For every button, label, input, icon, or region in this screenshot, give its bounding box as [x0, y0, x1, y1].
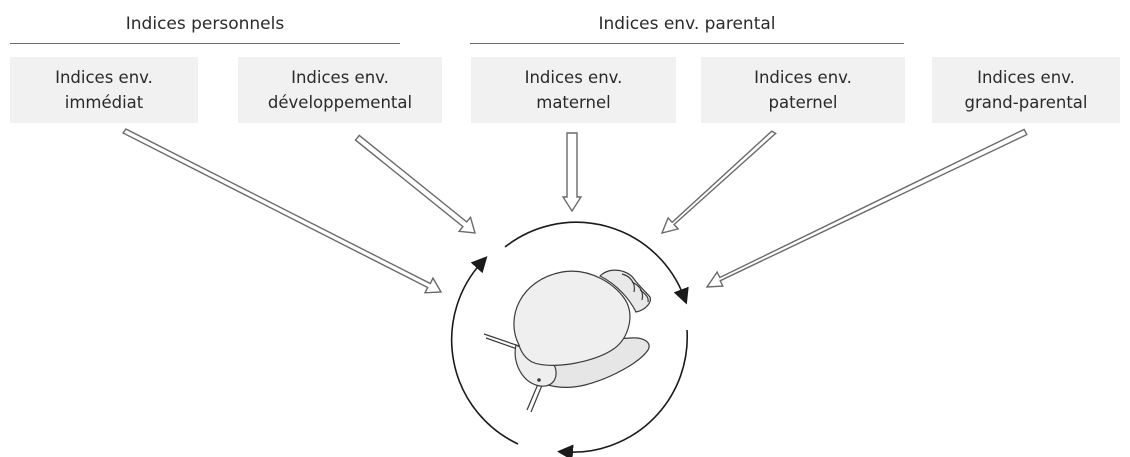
box-developmental-line2: développemental	[267, 93, 413, 112]
box-immediate-line1: Indices env.	[55, 68, 153, 87]
box-paternal-line2: paternel	[768, 93, 838, 112]
box-grandparental: Indices env. grand-parental	[932, 57, 1120, 123]
box-grandparental-line2: grand-parental	[964, 93, 1088, 112]
cycle-arc-left	[450, 256, 519, 445]
box-grandparental-line1: Indices env.	[977, 68, 1075, 87]
box-developmental-line1: Indices env.	[291, 68, 389, 87]
arrow-grandparental	[705, 128, 1028, 288]
group-rule-personal	[10, 43, 400, 44]
box-maternal: Indices env. maternel	[471, 57, 676, 123]
group-rule-parental	[470, 43, 904, 44]
box-developmental: Indices env. développemental	[238, 57, 442, 123]
arrow-developmental	[354, 134, 476, 234]
box-maternal-line2: maternel	[536, 93, 611, 112]
cycle-arc-right	[557, 329, 689, 457]
box-maternal-line1: Indices env.	[524, 68, 623, 87]
group-title-parental: Indices env. parental	[598, 14, 776, 34]
box-immediate: Indices env. immédiat	[10, 57, 198, 123]
arrow-maternal	[561, 132, 583, 213]
box-paternal: Indices env. paternel	[701, 57, 905, 123]
cycle-arc-top	[504, 221, 689, 305]
group-title-personal: Indices personnels	[125, 14, 285, 34]
box-immediate-line2: immédiat	[64, 93, 144, 112]
arrow-immediate	[122, 128, 443, 294]
snail-illustration	[483, 269, 651, 413]
box-paternal-line1: Indices env.	[754, 68, 852, 87]
arrow-paternal	[660, 130, 777, 235]
